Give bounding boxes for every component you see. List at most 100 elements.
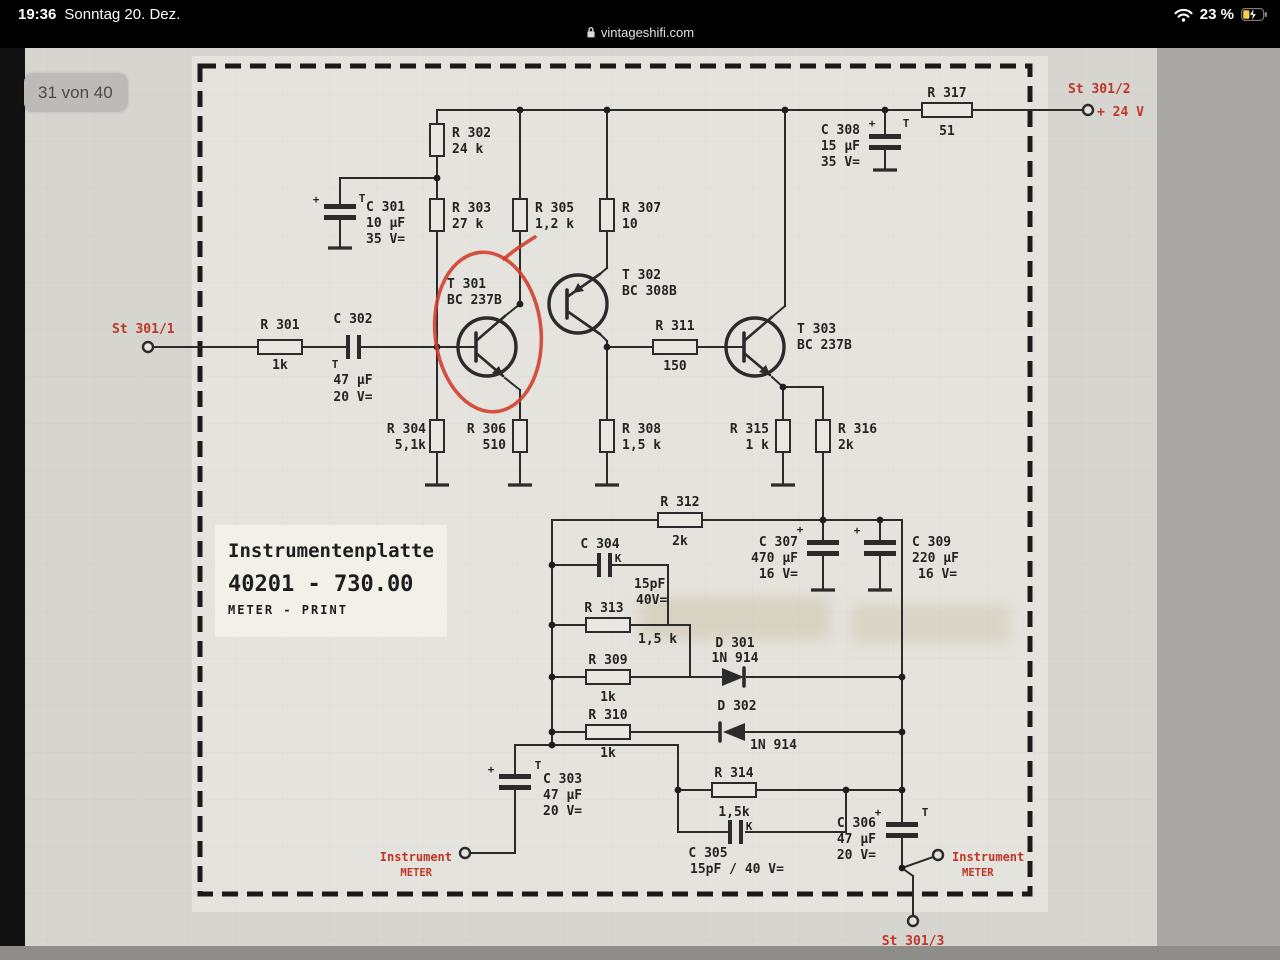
svg-text:47 µF: 47 µF — [543, 788, 582, 803]
resistor-r301: R 301 1k — [257, 318, 303, 373]
connector-label-st301-1: St 301/1 — [112, 322, 175, 337]
wifi-icon — [1174, 8, 1193, 22]
svg-text:R 307: R 307 — [622, 201, 661, 216]
diode-d302: D 302 1N 914 — [717, 699, 797, 753]
svg-text:R 304: R 304 — [387, 422, 426, 437]
wires — [152, 109, 1084, 917]
resistor-r312: R 312 2k — [657, 495, 703, 549]
svg-text:35 V=: 35 V= — [821, 155, 860, 170]
svg-text:470 µF: 470 µF — [751, 551, 798, 566]
svg-text:R 310: R 310 — [588, 708, 627, 723]
svg-text:2k: 2k — [838, 438, 854, 453]
title-block-subtitle: METER - PRINT — [228, 603, 348, 617]
resistor-r310: R 310 1k — [585, 708, 631, 761]
svg-text:C 306: C 306 — [837, 816, 876, 831]
annotation-circle-t301 — [432, 235, 544, 414]
capacitor-c309: + C 309 220 µF 16 V= — [854, 524, 959, 582]
date: Sonntag 20. Dez. — [64, 6, 181, 23]
svg-text:C 308: C 308 — [821, 123, 860, 138]
plus-mark: + — [488, 763, 495, 776]
r301-val: 1k — [272, 358, 288, 373]
capacitor-c305: K C 305 15pF / 40 V= — [688, 820, 784, 877]
svg-text:220 µF: 220 µF — [912, 551, 959, 566]
t-mark: T — [332, 358, 339, 371]
svg-text:R 308: R 308 — [622, 422, 661, 437]
svg-text:51: 51 — [939, 124, 955, 139]
plus-mark: + — [313, 193, 320, 206]
url-text: vintageshifi.com — [600, 25, 695, 40]
title-block: Instrumentenplatte 40201 - 730.00 METER … — [215, 525, 447, 637]
svg-text:T 301: T 301 — [447, 277, 486, 292]
svg-text:R 314: R 314 — [714, 766, 753, 781]
svg-text:1,2 k: 1,2 k — [535, 217, 574, 232]
connector-label-meter-left: METER — [400, 867, 432, 879]
svg-text:1k: 1k — [600, 690, 616, 705]
resistor-r313: R 313 1,5 k — [584, 601, 677, 647]
capacitor-c308: + T C 308 15 µF 35 V= — [821, 117, 910, 170]
battery-icon — [1241, 8, 1267, 21]
svg-text:24 k: 24 k — [452, 142, 483, 157]
svg-text:1k: 1k — [600, 746, 616, 761]
t-mark: T — [535, 759, 542, 772]
svg-text:1N 914: 1N 914 — [750, 738, 797, 753]
resistor-r316: R 316 2k — [815, 419, 877, 453]
transistor-t303: T 303 BC 237B — [724, 315, 852, 378]
page-background — [0, 48, 1280, 960]
capacitor-c302: C 302 T 47 µF 20 V= — [332, 312, 373, 405]
svg-text:R 316: R 316 — [838, 422, 877, 437]
svg-text:C 307: C 307 — [759, 535, 798, 550]
capacitor-c303: + T C 303 47 µF 20 V= — [488, 759, 583, 819]
resistor-r304: R 304 5,1k — [387, 419, 445, 453]
connector-label-meter-right: METER — [962, 867, 994, 879]
svg-text:C 302: C 302 — [333, 312, 372, 327]
svg-text:15 µF: 15 µF — [821, 139, 860, 154]
svg-text:47 µF: 47 µF — [333, 373, 372, 388]
status-bar: 19:36 Sonntag 20. Dez. vintageshifi.com … — [0, 0, 1280, 48]
svg-text:40V=: 40V= — [636, 593, 667, 608]
svg-text:47 µF: 47 µF — [837, 832, 876, 847]
terminal-instrument-right — [931, 848, 945, 862]
svg-text:15pF: 15pF — [634, 577, 665, 592]
svg-text:R 302: R 302 — [452, 126, 491, 141]
terminal-st301-2 — [1081, 103, 1095, 117]
connector-label-st301-2: St 301/2 — [1068, 82, 1131, 97]
junction-dots — [433, 106, 906, 872]
url-bar[interactable]: vintageshifi.com — [0, 25, 1280, 40]
resistor-r307: R 307 10 — [599, 198, 661, 232]
transistor-t302: T 302 BC 308B — [547, 268, 677, 336]
transistor-t301: T 301 BC 237B — [447, 277, 518, 378]
plus-mark: + — [869, 117, 876, 130]
svg-text:20 V=: 20 V= — [333, 390, 372, 405]
capacitor-c304: K C 304 15pF 40V= — [580, 537, 667, 608]
resistor-r305: R 305 1,2 k — [512, 198, 574, 232]
k-mark: K — [746, 820, 753, 833]
status-left: 19:36 Sonntag 20. Dez. — [18, 6, 180, 23]
t-mark: T — [359, 192, 366, 205]
diode-d301: D 301 1N 914 — [712, 636, 759, 688]
svg-text:1,5k: 1,5k — [718, 805, 749, 820]
resistor-r306: R 306 510 — [467, 419, 528, 453]
svg-text:20 V=: 20 V= — [837, 848, 876, 863]
resistor-r309: R 309 1k — [585, 653, 631, 705]
svg-text:T 303: T 303 — [797, 322, 836, 337]
svg-text:R 313: R 313 — [584, 601, 623, 616]
title-block-name: Instrumentenplatte — [228, 540, 434, 562]
capacitor-c301: + T C 301 10 µF 35 V= — [313, 192, 406, 247]
svg-text:R 305: R 305 — [535, 201, 574, 216]
svg-text:R 309: R 309 — [588, 653, 627, 668]
resistor-r308: R 308 1,5 k — [599, 419, 661, 453]
title-block-number: 40201 - 730.00 — [228, 572, 413, 597]
t-mark: T — [903, 117, 910, 130]
svg-text:10: 10 — [622, 217, 638, 232]
svg-text:510: 510 — [483, 438, 507, 453]
svg-text:10 µF: 10 µF — [366, 216, 405, 231]
clock: 19:36 — [18, 6, 57, 23]
connector-label-st301-3: St 301/3 — [882, 934, 945, 949]
svg-text:1N 914: 1N 914 — [712, 651, 759, 666]
resistor-r303: R 303 27 k — [429, 198, 491, 232]
resistor-r311: R 311 150 — [652, 319, 698, 374]
plus-mark: + — [875, 806, 882, 819]
svg-text:T 302: T 302 — [622, 268, 661, 283]
svg-text:R 317: R 317 — [927, 86, 966, 101]
